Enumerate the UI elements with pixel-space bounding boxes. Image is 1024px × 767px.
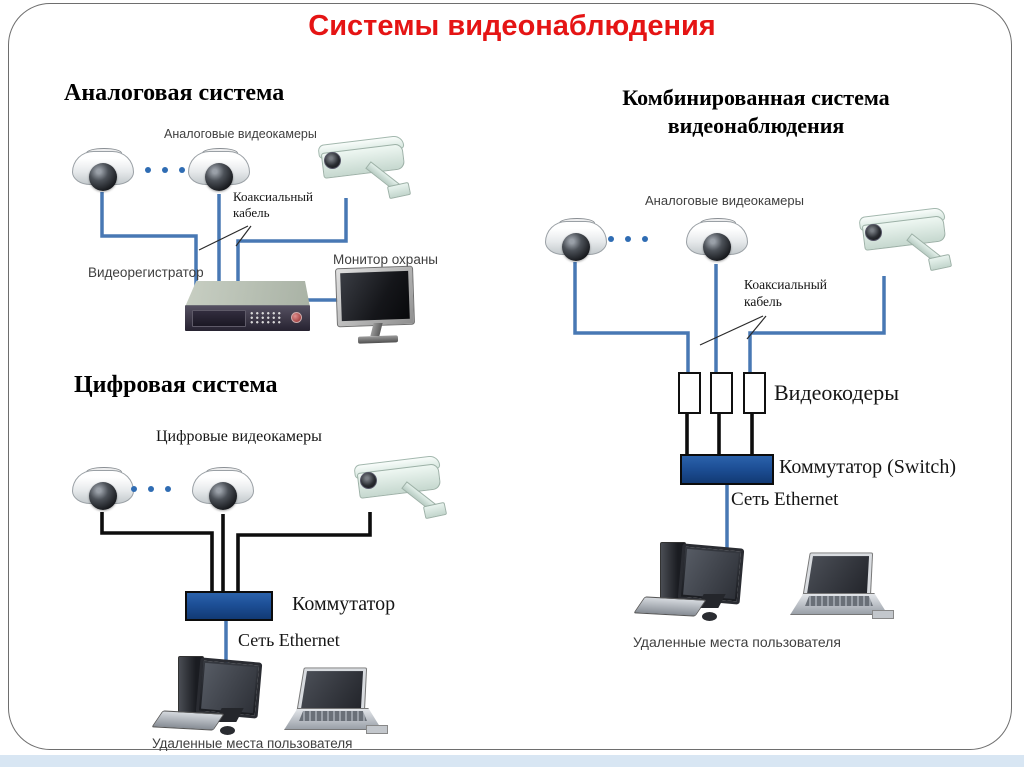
combined-user-workstation (633, 536, 763, 624)
slide-border (8, 3, 1012, 750)
dome-camera-lens (209, 482, 237, 510)
laptop-screen (295, 667, 368, 715)
combined-coax-pointer-1 (699, 315, 764, 346)
dome-camera-lens (205, 163, 233, 191)
video-encoder-2 (710, 372, 733, 414)
analog-more-cameras-dots (145, 167, 185, 173)
digital-switch-device (185, 591, 273, 621)
coax-label-line2: кабель (233, 205, 270, 220)
combined-switch-device (680, 454, 774, 485)
laptop-keyboard (805, 596, 873, 606)
combined-heading-line1: Комбинированная система (622, 85, 890, 110)
combined-coax-wire-dome1 (573, 262, 690, 376)
combined-cameras-label: Аналоговые видеокамеры (645, 193, 804, 208)
analog-coax-wire-dome1 (100, 192, 198, 292)
computer-monitor-screen (201, 662, 257, 714)
slide-title: Системы видеонаблюдения (308, 10, 716, 42)
dome-camera-lens (89, 482, 117, 510)
bullet-camera-lens (324, 152, 341, 169)
digital-cable-bullet (236, 512, 372, 594)
video-encoder-3 (743, 372, 766, 414)
monitor-stand (370, 323, 383, 336)
computer-keyboard (151, 710, 225, 731)
coax-label-line1: Коаксиальный (233, 189, 313, 204)
bottom-strip (0, 755, 1024, 767)
monitor-base (357, 335, 399, 344)
combined-dome-camera-1 (545, 218, 607, 266)
combined-bullet-camera (853, 206, 953, 274)
computer-mouse (702, 612, 717, 621)
analog-coax-wire-bullet (236, 198, 348, 292)
digital-dome-camera-2 (192, 467, 254, 515)
dvr-buttons (249, 311, 283, 325)
security-monitor-label: Монитор охраны (333, 252, 438, 267)
combined-dome-camera-2 (686, 218, 748, 266)
bullet-camera-lens (360, 472, 377, 489)
analog-bullet-camera (312, 134, 412, 202)
combined-more-cameras-dots (608, 236, 648, 242)
digital-network-label: Сеть Ethernet (238, 630, 340, 650)
dvr-label: Видеорегистратор (88, 265, 204, 280)
laptop-disc-tray (872, 610, 894, 619)
dome-camera-lens (562, 233, 590, 261)
digital-dome-camera-1 (72, 467, 134, 515)
analog-coax-pointer-1 (198, 225, 249, 251)
combined-wiring (573, 262, 886, 550)
coax-label-line1: Коаксиальный (744, 277, 828, 292)
analog-coax-label: Коаксиальный кабель (233, 189, 313, 221)
laptop-screen (801, 552, 874, 600)
laptop-disc-tray (366, 725, 388, 734)
combined-user-laptop (790, 551, 894, 619)
combined-coax-pointer-2 (746, 315, 767, 340)
computer-keyboard (633, 596, 707, 617)
digital-more-cameras-dots (131, 486, 171, 492)
combined-users-label: Удаленные места пользователя (633, 634, 841, 650)
dome-camera-lens (89, 163, 117, 191)
digital-cable-dome1 (100, 512, 214, 594)
combined-network-label: Сеть Ethernet (731, 489, 839, 510)
analog-dome-camera-1 (72, 148, 134, 196)
laptop-display (300, 671, 364, 711)
combined-coax-wire-bullet (748, 276, 886, 376)
digital-heading: Цифровая система (74, 372, 278, 398)
bullet-camera-lens (865, 224, 882, 241)
encoders-label: Видеокодеры (774, 380, 900, 405)
digital-wiring (100, 512, 372, 664)
analog-cameras-label: Аналоговые видеокамеры (164, 127, 317, 141)
digital-users-label: Удаленные места пользователя (152, 736, 353, 751)
dome-camera-lens (703, 233, 731, 261)
digital-cameras-label: Цифровые видеокамеры (156, 428, 322, 445)
security-monitor (334, 265, 416, 345)
analog-dome-camera-2 (188, 148, 250, 196)
dvr-front-panel (185, 305, 310, 331)
digital-bullet-camera (348, 454, 448, 522)
dvr-door (192, 310, 246, 327)
combined-switch-label: Коммутатор (Switch) (779, 456, 956, 478)
digital-user-workstation (151, 650, 281, 738)
dvr-power-button (291, 312, 302, 323)
monitor-screen (340, 270, 410, 322)
computer-mouse (220, 726, 235, 735)
laptop-keyboard (299, 711, 367, 721)
combined-coax-label: Коаксиальный кабель (744, 276, 827, 310)
digital-switch-label: Коммутатор (292, 593, 396, 615)
combined-heading: Комбинированная система видеонаблюдения (540, 84, 972, 140)
analog-heading: Аналоговая система (64, 80, 285, 106)
dvr-device (185, 281, 310, 331)
analog-coax-pointer-2 (235, 225, 252, 247)
dvr-top-panel (185, 281, 310, 307)
digital-user-laptop (284, 666, 388, 734)
coax-label-line2: кабель (744, 294, 782, 309)
computer-monitor-screen (683, 548, 739, 600)
monitor-bezel (334, 265, 416, 328)
video-encoder-1 (678, 372, 701, 414)
laptop-display (806, 556, 870, 596)
combined-heading-line2: видеонаблюдения (667, 113, 845, 138)
